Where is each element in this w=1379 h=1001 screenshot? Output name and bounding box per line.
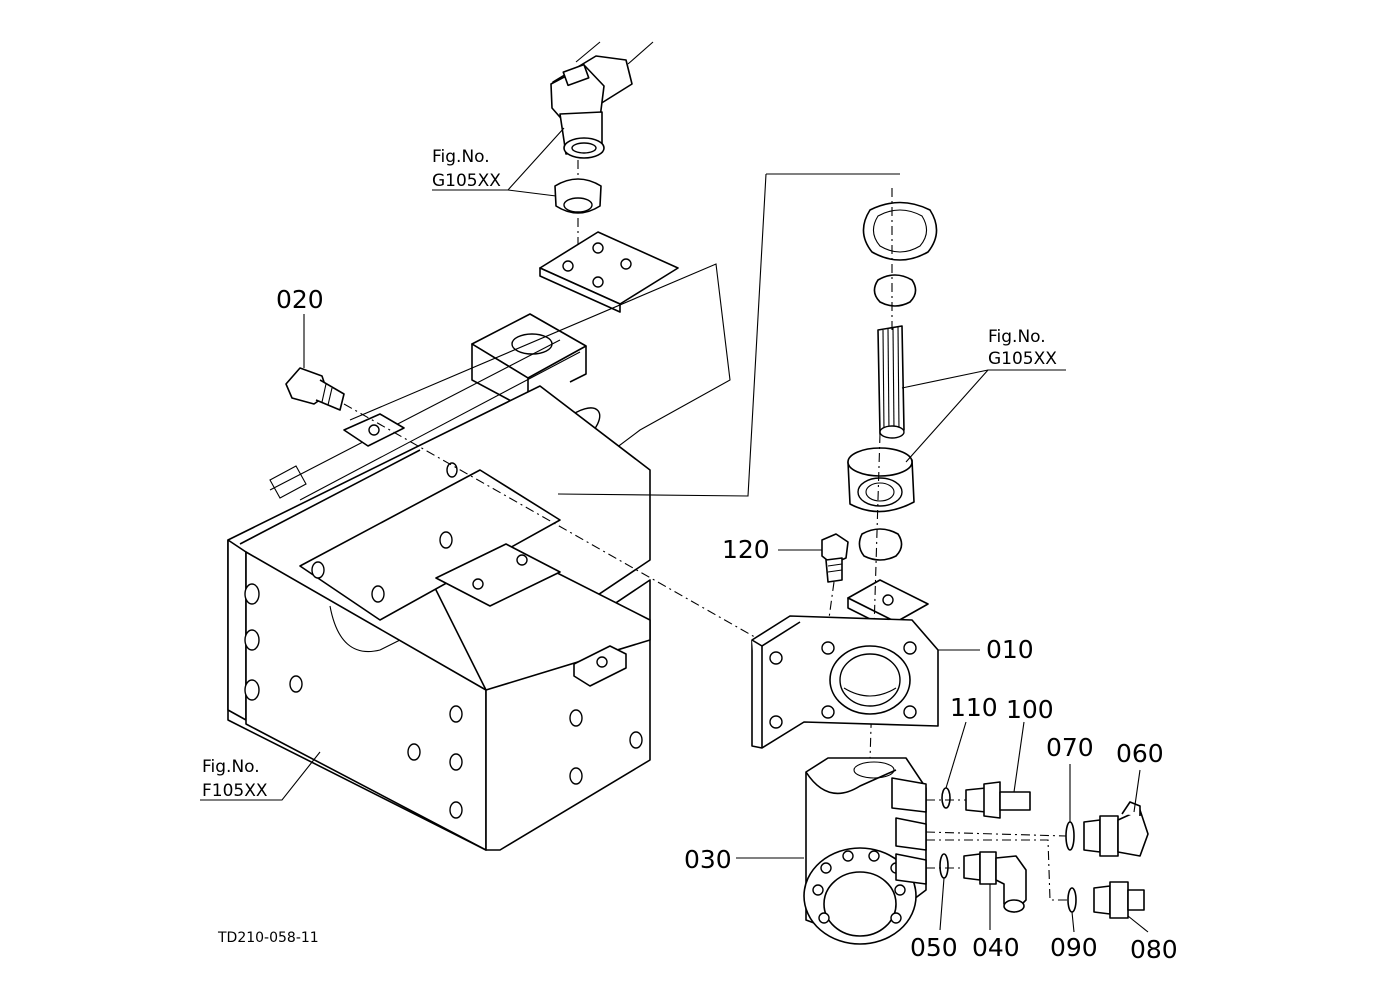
- bolt-020: [285, 367, 345, 411]
- fig-ref-top-line2: G105XX: [432, 171, 501, 191]
- o-ring-050: [939, 853, 949, 879]
- o-ring-070: [1065, 821, 1075, 851]
- fig-ref-frame-line1: Fig.No.: [202, 757, 260, 777]
- bolt-120: [821, 533, 849, 583]
- label-020: 020: [276, 285, 324, 314]
- label-070: 070: [1046, 733, 1094, 762]
- fig-ref-top-line1: Fig.No.: [432, 147, 490, 167]
- fig-ref-right-line2: G105XX: [988, 349, 1057, 369]
- label-110: 110: [950, 693, 998, 722]
- label-120: 120: [722, 535, 770, 564]
- steering-shaft: [877, 325, 905, 439]
- universal-joint: [550, 41, 654, 159]
- main-frame-box: [227, 385, 651, 851]
- fig-ref-frame-line2: F105XX: [202, 781, 268, 801]
- label-040: 040: [972, 933, 1020, 962]
- label-090: 090: [1050, 933, 1098, 962]
- fig-ref-right-line1: Fig.No.: [988, 327, 1046, 347]
- elbow-fitting-060: [1083, 801, 1149, 857]
- label-010: 010: [986, 635, 1034, 664]
- upper-bracket-plate: [539, 231, 679, 313]
- steering-valve-030: [803, 757, 927, 945]
- fitting-100: [965, 781, 1031, 819]
- label-080: 080: [1130, 935, 1178, 964]
- fitting-080: [1093, 881, 1145, 919]
- o-ring-110: [941, 787, 951, 809]
- label-060: 060: [1116, 739, 1164, 768]
- o-ring-090: [1067, 887, 1077, 913]
- snap-ring-small: [873, 274, 917, 307]
- ball-bearing: [847, 447, 915, 513]
- label-100: 100: [1006, 695, 1054, 724]
- mounting-bracket-010: [751, 615, 939, 749]
- bushing-ring: [554, 178, 602, 214]
- drawing-id: TD210-058-11: [217, 930, 319, 946]
- label-030: 030: [684, 845, 732, 874]
- label-050: 050: [910, 933, 958, 962]
- snap-ring-large: [862, 201, 938, 261]
- elbow-fitting-040: [963, 851, 1027, 913]
- snap-ring-lower: [858, 528, 903, 561]
